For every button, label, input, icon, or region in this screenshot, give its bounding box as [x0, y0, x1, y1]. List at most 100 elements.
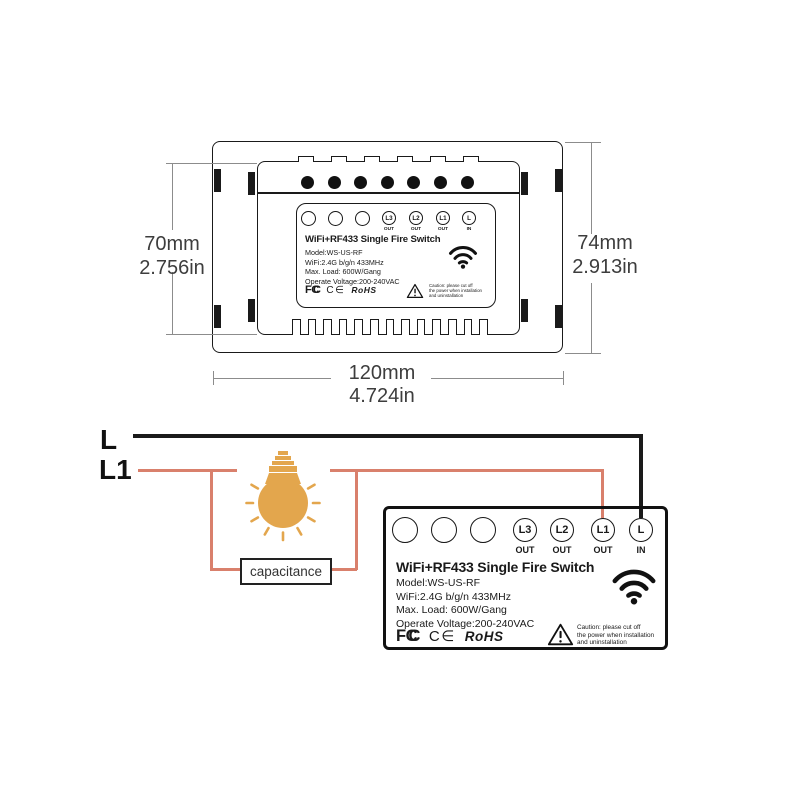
- switch-module-bottom: L3 L2 L1 L OUT OUT OUT IN WiFi+RF433 Sin…: [383, 506, 668, 650]
- dimension-line-right: [590, 283, 592, 353]
- terminal-label: L2: [412, 214, 420, 222]
- warning-icon: [406, 283, 424, 299]
- terminal-sub-label: OUT: [552, 545, 572, 555]
- terminal-dot: [406, 175, 420, 189]
- dim-right-in: 2.913in: [572, 256, 638, 278]
- dim-bottom-mm: 120mm: [348, 362, 416, 384]
- dimension-line-bottom: [213, 377, 331, 379]
- label-max-load: Max. Load: 600W/Gang: [305, 267, 381, 276]
- caution-line: the power when installation: [429, 288, 482, 294]
- mount-bar: [248, 172, 255, 195]
- ce-logo: C∈: [428, 628, 456, 645]
- terminal-dot: [380, 175, 394, 189]
- wall-plate-outline: [212, 141, 563, 353]
- terminal-sub-label: OUT: [437, 226, 449, 232]
- live-wire-label: L: [100, 424, 118, 455]
- fcc-logo: FCC: [305, 284, 321, 296]
- bulb-icon: [245, 451, 321, 542]
- capacitor-branch-wire: [355, 470, 358, 570]
- terminal-l: L: [629, 518, 653, 542]
- mount-bar: [521, 172, 528, 195]
- top-notch: [364, 156, 380, 162]
- label-voltage: Operate Voltage:200-240VAC: [305, 276, 400, 286]
- terminal-dot: [327, 175, 341, 189]
- warning-icon: [547, 623, 574, 646]
- module-strip-line: [258, 192, 519, 194]
- terminal-label: L3: [518, 524, 532, 536]
- dimension-line-left: [171, 163, 173, 230]
- terminal-dot: [300, 175, 314, 189]
- terminal-l1: L1: [436, 211, 450, 225]
- top-notch: [463, 156, 479, 162]
- terminal-l: L: [462, 211, 476, 225]
- dim-bottom-in: 4.724in: [349, 385, 415, 407]
- caution-line: and uninstallation: [577, 639, 627, 647]
- live-wire-vertical: [639, 434, 643, 518]
- touch-circle: [470, 517, 496, 543]
- caution-line: Caution: please cut off: [429, 283, 473, 288]
- caution-line: and uninstallation: [429, 293, 464, 299]
- terminal-l3: L3: [382, 211, 396, 225]
- terminal-l2: L2: [409, 211, 423, 225]
- terminal-l2: L2: [550, 518, 574, 542]
- touch-circle: [354, 210, 370, 226]
- capacitor-branch-wire: [330, 568, 357, 571]
- caution-line: Caution: please cut off: [577, 624, 641, 631]
- dim-right-mm: 74mm: [577, 232, 633, 254]
- certification-logos: FCC C∈ RoHS: [305, 284, 377, 296]
- capacitor-label: capacitance: [249, 564, 323, 579]
- terminal-label: L1: [596, 524, 610, 536]
- label-voltage: Operate Voltage:200-240VAC: [396, 617, 535, 630]
- caution-line: the power when installation: [577, 631, 655, 639]
- terminal-sub-label: OUT: [383, 226, 395, 232]
- touch-circle: [327, 210, 343, 226]
- dimension-tick: [562, 371, 564, 385]
- terminal-sub-label: OUT: [593, 545, 613, 555]
- top-notch: [397, 156, 413, 162]
- extension-line: [565, 352, 601, 354]
- caution-text: Caution: please cut off the power when i…: [429, 283, 493, 299]
- certification-logos: FCC C∈ RoHS: [396, 627, 504, 646]
- caution-text: Caution: please cut off the power when i…: [577, 624, 665, 647]
- top-notch: [298, 156, 314, 162]
- live-wire-horizontal: [133, 434, 643, 438]
- dimension-line-left: [171, 272, 173, 334]
- mount-bar: [555, 169, 562, 192]
- load-wire-vertical: [601, 469, 604, 518]
- terminal-l1: L1: [591, 518, 615, 542]
- dim-left-mm: 70mm: [144, 233, 200, 255]
- wifi-icon: [612, 569, 656, 605]
- terminal-dot: [433, 175, 447, 189]
- capacitor-box: capacitance: [240, 558, 332, 585]
- touch-circle: [392, 517, 418, 543]
- touch-circle: [431, 517, 457, 543]
- dimension-line-right: [590, 142, 592, 234]
- dimension-line-bottom: [431, 377, 563, 379]
- product-label-small: L3 L2 L1 L OUT OUT OUT IN WiFi+RF433 Sin…: [296, 203, 496, 308]
- label-wifi-spec: WiFi:2.4G b/g/n 433MHz: [305, 257, 384, 267]
- label-title: WiFi+RF433 Single Fire Switch: [305, 234, 441, 245]
- terminal-sub-label: IN: [466, 226, 472, 232]
- dim-left-in: 2.756in: [139, 257, 205, 279]
- extension-line: [166, 333, 257, 335]
- label-title: WiFi+RF433 Single Fire Switch: [396, 559, 595, 575]
- mount-bar: [521, 299, 528, 322]
- label-model: Model:WS-US-RF: [305, 248, 363, 257]
- extension-line: [166, 162, 257, 164]
- terminal-dot: [353, 175, 367, 189]
- mount-bar: [248, 299, 255, 322]
- terminal-sub-label: OUT: [410, 226, 422, 232]
- rohs-logo: RoHS: [464, 629, 504, 644]
- terminal-label: L3: [385, 214, 393, 222]
- capacitor-branch-wire: [210, 470, 213, 570]
- mount-bar: [214, 305, 221, 328]
- terminal-sub-label: OUT: [515, 545, 535, 555]
- load-wire-horizontal: [330, 469, 604, 472]
- label-model: Model:WS-US-RF: [396, 577, 481, 589]
- fcc-logo: FCC: [396, 627, 420, 645]
- mount-bar: [214, 169, 221, 192]
- terminal-l3: L3: [513, 518, 537, 542]
- ce-logo: C∈: [326, 285, 346, 296]
- touch-circle: [300, 210, 316, 226]
- terminal-dot: [460, 175, 474, 189]
